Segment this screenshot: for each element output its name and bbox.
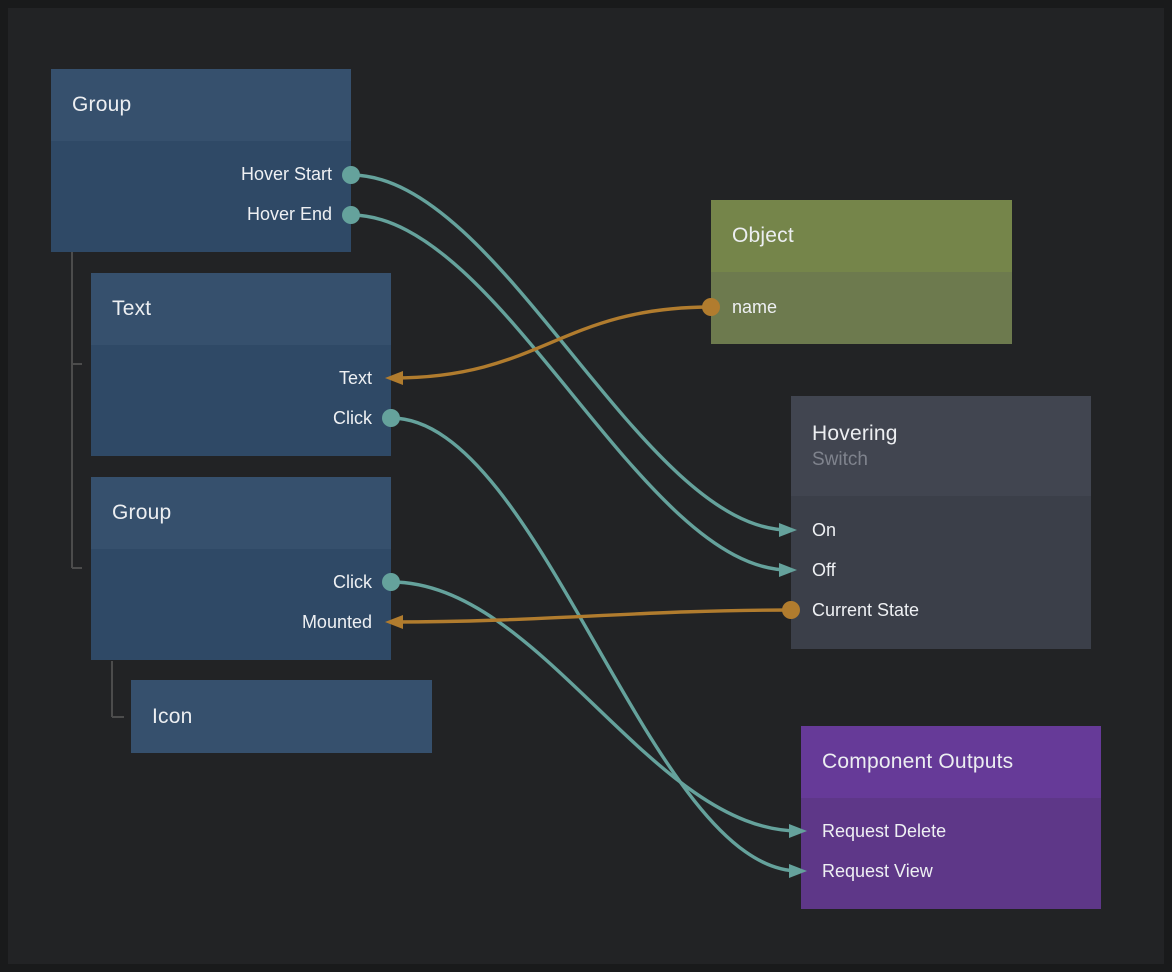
node-icon[interactable]: Icon bbox=[131, 680, 432, 753]
port-hover-start[interactable]: Hover Start bbox=[240, 163, 332, 184]
port-current-state[interactable]: Current State bbox=[812, 599, 920, 620]
node-subtitle: Switch bbox=[812, 448, 868, 470]
port-off[interactable]: Off bbox=[812, 559, 836, 580]
node-header[interactable]: Hovering Switch bbox=[791, 396, 1091, 496]
node-body: Hover Start Hover End bbox=[51, 141, 351, 252]
wire-group1.hover_end-to-hovering.off[interactable] bbox=[350, 213, 790, 572]
node-component-outputs[interactable]: Component Outputs Request Delete Request… bbox=[801, 726, 1101, 909]
node-title: Hovering bbox=[812, 421, 898, 445]
node-header[interactable]: Component Outputs bbox=[801, 726, 1101, 798]
node-text[interactable]: Text Text Click bbox=[91, 273, 391, 456]
input-port-arrow-group2.mounted[interactable] bbox=[385, 615, 403, 629]
node-body: On Off Current State bbox=[791, 496, 1091, 649]
wire-group2.click-to-outputs.request_delete[interactable] bbox=[390, 580, 800, 833]
node-header[interactable]: Group bbox=[91, 477, 391, 549]
port-on[interactable]: On bbox=[812, 519, 837, 540]
node-title: Object bbox=[732, 224, 794, 247]
node-header[interactable]: Icon bbox=[131, 680, 432, 753]
output-port-dot-group2.click[interactable] bbox=[382, 573, 400, 591]
wire-hovering.current_state-to-group2.mounted[interactable] bbox=[392, 608, 792, 624]
port-click[interactable]: Click bbox=[333, 571, 372, 592]
input-port-arrow-text1.text[interactable] bbox=[385, 371, 403, 385]
node-group-top[interactable]: Group Hover Start Hover End bbox=[51, 69, 351, 252]
port-text[interactable]: Text bbox=[338, 367, 372, 388]
node-body: Click Mounted bbox=[91, 549, 391, 660]
output-port-dot-text1.click[interactable] bbox=[382, 409, 400, 427]
input-port-arrow-hovering.on[interactable] bbox=[779, 523, 797, 537]
input-port-arrow-outputs.request_view[interactable] bbox=[789, 864, 807, 878]
port-mounted[interactable]: Mounted bbox=[301, 611, 372, 632]
node-hovering-switch[interactable]: Hovering Switch On Off Current State bbox=[791, 396, 1091, 649]
node-header[interactable]: Text bbox=[91, 273, 391, 345]
node-body: Text Click bbox=[91, 345, 391, 456]
wire-object1.name-to-text1.text[interactable] bbox=[392, 305, 712, 380]
input-port-arrow-outputs.request_delete[interactable] bbox=[789, 824, 807, 838]
node-title: Icon bbox=[152, 704, 193, 728]
node-header[interactable]: Group bbox=[51, 69, 351, 141]
output-port-dot-object1.name[interactable] bbox=[702, 298, 720, 316]
port-click[interactable]: Click bbox=[333, 407, 372, 428]
input-port-arrow-hovering.off[interactable] bbox=[779, 563, 797, 577]
output-port-dot-group1.hover_end[interactable] bbox=[342, 206, 360, 224]
node-title: Group bbox=[112, 501, 172, 524]
node-title: Component Outputs bbox=[822, 750, 1014, 773]
port-request-view[interactable]: Request View bbox=[822, 860, 933, 881]
port-hover-end[interactable]: Hover End bbox=[246, 203, 332, 224]
wire-text1.click-to-outputs.request_view[interactable] bbox=[390, 416, 800, 873]
node-object[interactable]: Object name bbox=[711, 200, 1012, 344]
output-port-dot-hovering.current_state[interactable] bbox=[782, 601, 800, 619]
node-body: Request Delete Request View bbox=[801, 798, 1101, 909]
node-title: Text bbox=[112, 297, 152, 320]
node-header[interactable]: Object bbox=[711, 200, 1012, 272]
port-request-delete[interactable]: Request Delete bbox=[822, 820, 947, 841]
wire-group1.hover_start-to-hovering.on[interactable] bbox=[350, 173, 790, 532]
port-name[interactable]: name bbox=[732, 296, 778, 317]
node-title: Group bbox=[72, 93, 132, 116]
node-body: name bbox=[711, 272, 1012, 344]
hierarchy-connector bbox=[71, 252, 124, 718]
node-group-second[interactable]: Group Click Mounted bbox=[91, 477, 391, 660]
output-port-dot-group1.hover_start[interactable] bbox=[342, 166, 360, 184]
